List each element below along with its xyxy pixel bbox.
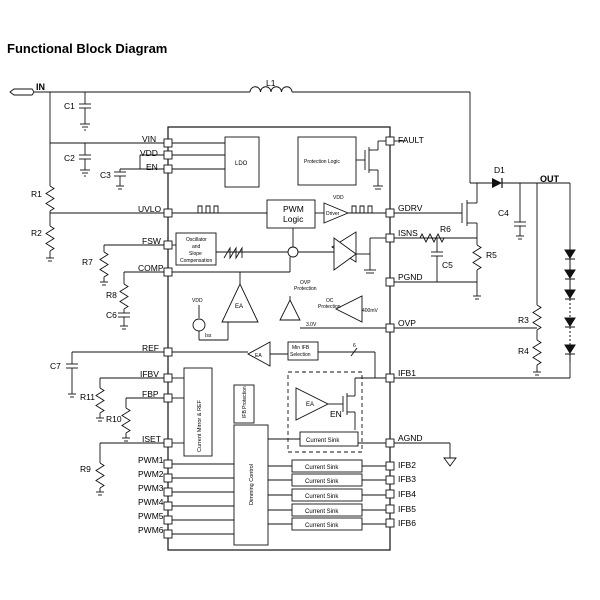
pin-pwm1: PWM1: [138, 455, 164, 465]
pin-pwm6: PWM6: [138, 525, 164, 535]
c5-label: C5: [442, 260, 453, 270]
pin-en: EN: [146, 162, 158, 172]
c2-label: C2: [64, 153, 75, 163]
l1-label: L1: [266, 78, 276, 88]
vdd-iss-label: VDD: [192, 298, 203, 304]
ifb-protection-label: IFB Protection: [242, 386, 248, 418]
c4-label: C4: [498, 208, 509, 218]
ovp-protection-label-2: Protection: [294, 286, 317, 292]
internal-blocks: [172, 136, 386, 546]
c3-label: C3: [100, 170, 111, 180]
current-sink-main-label: Current Sink: [306, 438, 340, 444]
pin-gdrv: GDRV: [398, 203, 423, 213]
driver-label: Driver: [326, 211, 340, 217]
driver-vdd-label: VDD: [333, 195, 344, 201]
pin-pwm4: PWM4: [138, 497, 164, 507]
d1-label: D1: [494, 165, 505, 175]
diode-d1-icon: [492, 178, 510, 188]
page-title: Functional Block Diagram: [7, 41, 167, 56]
ea-main-label: EA: [235, 304, 243, 310]
ovp-protection-label-1: OVP: [300, 280, 311, 286]
iss-label: Iss: [205, 333, 212, 339]
pin-fsw: FSW: [142, 236, 161, 246]
ea-sink-label: EA: [306, 402, 314, 408]
r9-label: R9: [80, 464, 91, 474]
pin-ifb3: IFB3: [398, 474, 416, 484]
c6-label: C6: [106, 310, 117, 320]
pin-pgnd: PGND: [398, 272, 423, 282]
waveform-icons: [197, 205, 373, 260]
pin-comp: COMP: [138, 263, 164, 273]
r6-label: R6: [440, 224, 451, 234]
osc-label-2: and: [192, 244, 201, 250]
pin-ref: REF: [142, 343, 159, 353]
current-sink-label: Current Sink: [305, 509, 339, 515]
pin-ifbv: IFBV: [140, 369, 159, 379]
v3-label: 3.0V: [306, 322, 317, 328]
dimming-control-label: Dimming Control: [249, 464, 255, 505]
current-sink-label: Current Sink: [305, 494, 339, 500]
pwm-logic-label-1: PWM: [283, 204, 304, 214]
pin-fault: FAULT: [398, 135, 424, 145]
oc-protection-label-2: Protection: [318, 304, 341, 310]
pin-vdd: VDD: [140, 148, 158, 158]
led-string-icon: [564, 249, 576, 362]
osc-label-1: Oscillator: [186, 237, 207, 243]
pwm-logic-label-2: Logic: [283, 214, 304, 224]
pin-ifb5: IFB5: [398, 504, 416, 514]
r4-label: R4: [518, 346, 529, 356]
c7-label: C7: [50, 361, 61, 371]
in-label: IN: [36, 82, 45, 92]
ldo-label: LDO: [235, 161, 248, 167]
ea-ref-label: EA: [255, 353, 262, 359]
min-ifb-label-1: Min IFB: [292, 345, 310, 351]
pin-pwm2: PWM2: [138, 469, 164, 479]
v400-label: 400mV: [362, 308, 379, 314]
osc-label-4: Compensation: [180, 258, 212, 264]
osc-label-3: Slope: [189, 251, 202, 257]
r10-label: R10: [106, 414, 122, 424]
bus-6-label: 6: [353, 343, 356, 349]
protection-logic-label: Protection Logic: [304, 159, 340, 165]
r11-label: R11: [80, 392, 95, 402]
pin-ifb4: IFB4: [398, 489, 416, 499]
out-label: OUT: [540, 174, 560, 184]
pin-uvlo: UVLO: [138, 204, 162, 214]
c1-label: C1: [64, 101, 75, 111]
pin-pwm3: PWM3: [138, 483, 164, 493]
bus-slash-icon: [350, 347, 358, 357]
pin-fbp: FBP: [142, 389, 159, 399]
r1-label: R1: [31, 189, 42, 199]
current-mirror-label: Current Mirror & REF: [197, 399, 203, 452]
current-sink-label: Current Sink: [305, 465, 339, 471]
current-sink-label: Current Sink: [305, 523, 339, 529]
pin-isns: ISNS: [398, 228, 418, 238]
pin-ifb6: IFB6: [398, 518, 416, 528]
wiring: [9, 86, 571, 551]
pin-ifb2: IFB2: [398, 460, 416, 470]
r8-label: R8: [106, 290, 117, 300]
pin-ifb1: IFB1: [398, 368, 416, 378]
r2-label: R2: [31, 228, 42, 238]
pin-pwm5: PWM5: [138, 511, 164, 521]
en-sink-label: EN: [330, 409, 342, 419]
pin-vin: VIN: [142, 134, 156, 144]
pin-ovp: OVP: [398, 318, 416, 328]
oc-protection-label-1: OC: [326, 298, 334, 304]
r7-label: R7: [82, 257, 93, 267]
pin-agnd: AGND: [398, 433, 423, 443]
pin-iset: ISET: [142, 434, 161, 444]
r3-label: R3: [518, 315, 529, 325]
r5-label: R5: [486, 250, 497, 260]
min-ifb-label-2: Selection: [290, 352, 311, 358]
current-sink-label: Current Sink: [305, 479, 339, 485]
